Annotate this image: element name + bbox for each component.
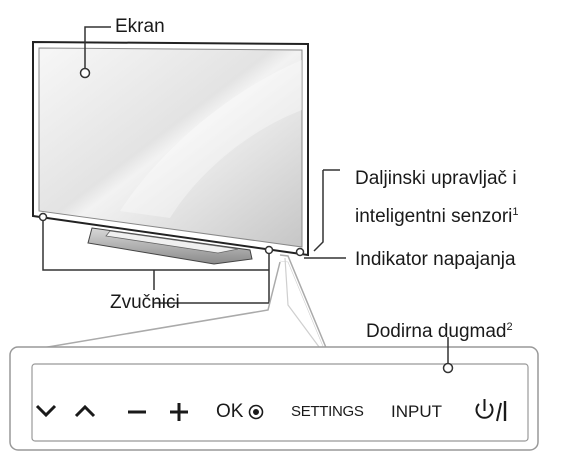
label-remote-line1: Daljinski upravljač i bbox=[355, 168, 517, 189]
chevron-up-icon bbox=[74, 404, 96, 418]
label-speakers: Zvučnici bbox=[110, 292, 180, 313]
label-screen: Ekran bbox=[115, 16, 165, 37]
label-remote-line2: inteligentni senzori1 bbox=[355, 206, 519, 227]
chevron-down-icon bbox=[35, 404, 57, 418]
label-power-indicator: Indikator napajanja bbox=[355, 249, 516, 270]
touch-buttons-marker bbox=[442, 362, 454, 374]
speaker-right-marker bbox=[264, 245, 274, 255]
label-touch-buttons: Dodirna dugmad2 bbox=[366, 321, 513, 342]
input-button-label: INPUT bbox=[391, 402, 442, 421]
ok-button-label: OK bbox=[216, 401, 244, 422]
label-remote-footnote: 1 bbox=[512, 206, 519, 218]
power-icon bbox=[475, 399, 507, 422]
power-indicator-marker bbox=[295, 247, 305, 257]
screen-marker bbox=[79, 67, 91, 79]
ok-dot-icon bbox=[248, 404, 264, 420]
speaker-left-marker bbox=[38, 212, 48, 222]
plus-icon bbox=[170, 403, 188, 421]
settings-button-label: SETTINGS bbox=[291, 403, 364, 420]
tv-screen bbox=[38, 47, 303, 248]
label-touch-buttons-footnote: 2 bbox=[506, 321, 513, 333]
